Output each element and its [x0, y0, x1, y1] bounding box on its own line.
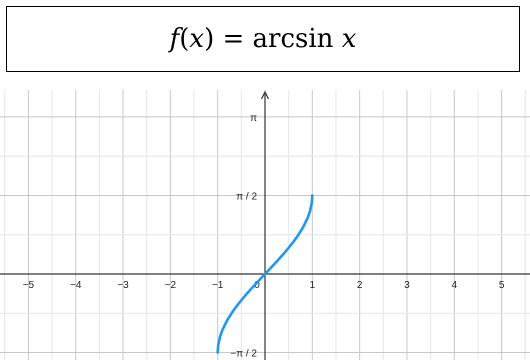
tick-labels: −5 −4 −3 −2 −1 0 1 2 3 4 5 π π / 2 −π / 2 [23, 113, 505, 360]
argument-x: x [341, 24, 357, 54]
y-tick-label: π [250, 113, 257, 124]
x-tick-label: 5 [499, 280, 505, 291]
function-title: f(x) = arcsin x [170, 24, 357, 54]
arcsin-graph: −5 −4 −3 −2 −1 0 1 2 3 4 5 π π / 2 −π / 2 [0, 90, 530, 360]
x-tick-label: 2 [357, 280, 363, 291]
function-name: f [169, 24, 180, 54]
x-tick-label: −2 [165, 280, 177, 291]
y-tick-label: π / 2 [236, 191, 257, 202]
function-title-box: f(x) = arcsin x [6, 6, 520, 72]
equals-arcsin: = arcsin [214, 24, 342, 54]
variable-x: x [189, 24, 205, 54]
arcsin-curve [216, 194, 314, 354]
x-tick-label: 4 [452, 280, 458, 291]
x-tick-label: 0 [254, 280, 260, 291]
open-paren: ( [179, 24, 190, 54]
x-tick-label: 3 [404, 280, 410, 291]
series [216, 194, 314, 354]
axes [0, 90, 530, 360]
x-tick-label: 1 [310, 280, 316, 291]
x-tick-label: −5 [23, 280, 35, 291]
y-tick-label: −π / 2 [230, 349, 257, 360]
y-axis-arrow-icon [260, 90, 270, 100]
x-tick-label: −4 [70, 280, 82, 291]
x-tick-label: −1 [212, 280, 224, 291]
close-paren: ) [204, 24, 215, 54]
x-tick-label: −3 [117, 280, 129, 291]
